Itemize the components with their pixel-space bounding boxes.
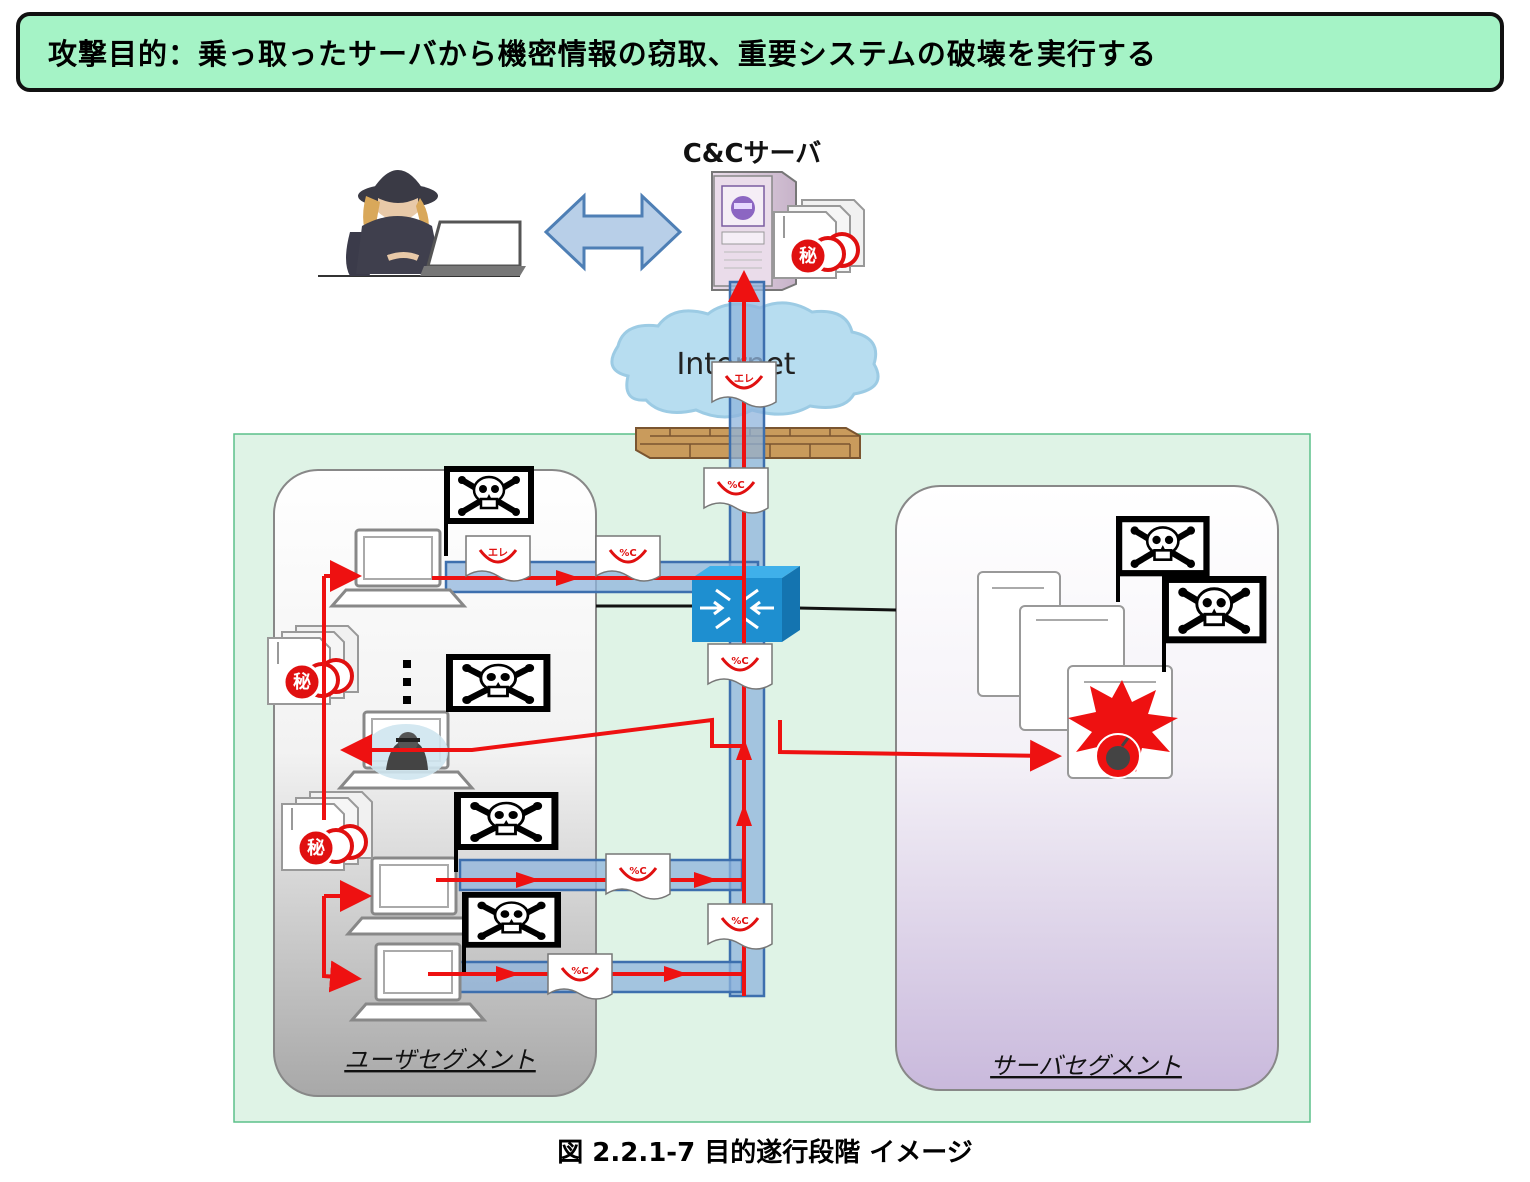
- svg-text:秘: 秘: [799, 245, 817, 267]
- packet-internet-encrypted: エレ: [710, 360, 778, 409]
- stolen-secret-docs-cc: 秘: [772, 198, 866, 280]
- packet-switch-down: %C: [706, 642, 774, 691]
- cc-server-icon: [711, 171, 797, 291]
- svg-text:エレ: エレ: [734, 374, 754, 385]
- more-pcs-ellipsis: [403, 660, 411, 704]
- secret-docs-user-2: 秘: [280, 790, 374, 872]
- explosion-icon: [1068, 680, 1178, 772]
- svg-text:%C: %C: [619, 548, 636, 559]
- svg-text:秘: 秘: [293, 671, 311, 693]
- compromised-flag-pc-1: [444, 466, 534, 556]
- packet-trunk-lower: %C: [706, 902, 774, 951]
- svg-text:エレ: エレ: [488, 548, 508, 559]
- packet-pc4: %C: [546, 952, 614, 1001]
- svg-text:%C: %C: [629, 866, 646, 877]
- server-segment-label: サーバセグメント: [990, 1052, 1182, 1080]
- compromised-flag-server-2: [1162, 576, 1266, 672]
- svg-text:%C: %C: [727, 480, 744, 491]
- bidirectional-arrow: [543, 192, 683, 272]
- compromised-flag-pc-4: [462, 892, 561, 974]
- svg-text:秘: 秘: [307, 837, 325, 859]
- packet-firewall: %C: [702, 466, 770, 515]
- compromised-flag-server-1: [1116, 516, 1210, 602]
- figure-caption: 図 2.2.1-7 目的遂行段階 イメージ: [557, 1138, 973, 1168]
- svg-text:%C: %C: [731, 656, 748, 667]
- packet-pc1-command: %C: [594, 534, 662, 583]
- lan-link-server: [797, 606, 897, 612]
- compromised-flag-pc-3: [454, 792, 558, 872]
- user-segment-label: ユーザセグメント: [344, 1046, 536, 1074]
- svg-text:%C: %C: [731, 916, 748, 927]
- cc-server-label: C&Cサーバ: [683, 139, 822, 169]
- packet-pc3: %C: [604, 852, 672, 901]
- flow-arrowheads: [496, 570, 752, 982]
- attacker-icon: [318, 170, 526, 277]
- compromised-flag-pc-2: [446, 654, 550, 712]
- objective-banner: 攻撃目的：乗っ取ったサーバから機密情報の窃取、重要システムの破壊を実行する: [16, 12, 1504, 92]
- secret-docs-user-1: 秘: [266, 624, 360, 706]
- bomb-icon: [1095, 733, 1141, 779]
- packet-pc1-encrypted: エレ: [464, 534, 532, 583]
- svg-text:%C: %C: [571, 966, 588, 977]
- objective-title: 攻撃目的：乗っ取ったサーバから機密情報の窃取、重要システムの破壊を実行する: [48, 37, 1157, 71]
